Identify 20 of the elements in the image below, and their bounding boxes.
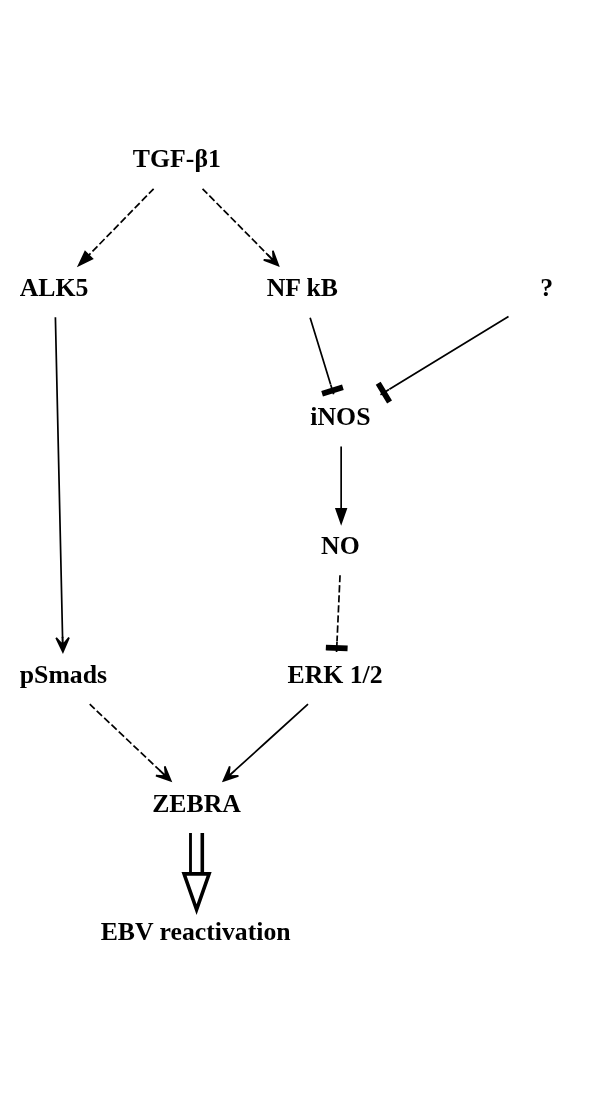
node-text: ? [540, 272, 554, 302]
arrow [88, 702, 172, 782]
connector [309, 316, 344, 396]
node-text: NF kB [266, 272, 339, 302]
arrow [201, 187, 280, 266]
arrow [222, 702, 309, 782]
node-text: NO [321, 530, 360, 560]
node-text: ALK5 [19, 272, 89, 302]
arrow [54, 315, 70, 653]
node-text: ERK 1/2 [287, 659, 383, 689]
connector [325, 573, 348, 653]
arrow [76, 187, 155, 267]
node-text: EBV reactivation [100, 916, 291, 946]
connector [375, 315, 510, 403]
arrow [334, 445, 348, 526]
arrow [181, 832, 212, 915]
node-text: TGF-β1 [132, 143, 221, 173]
node-text: iNOS [310, 401, 371, 431]
node-text: ZEBRA [152, 788, 241, 818]
node-text: pSmads [19, 659, 108, 689]
